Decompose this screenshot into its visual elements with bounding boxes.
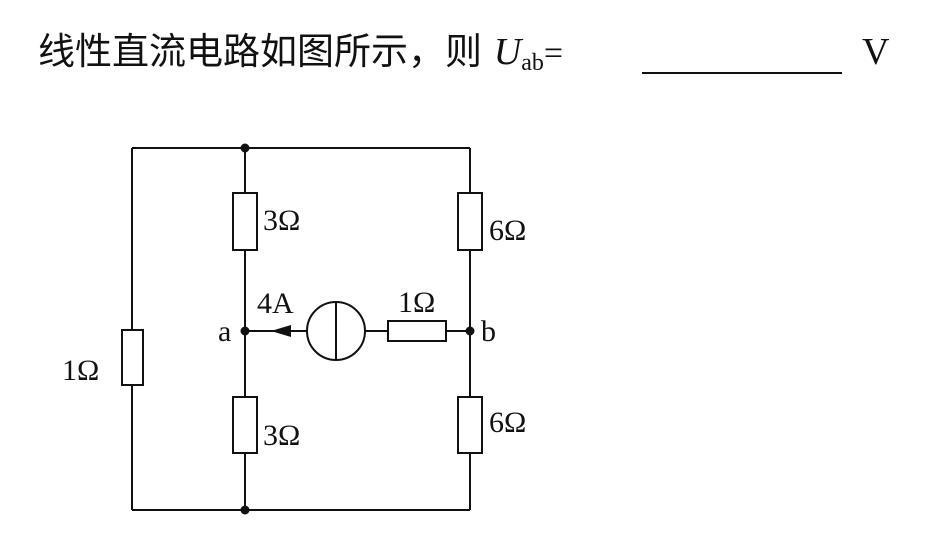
unit-label: V <box>862 31 890 73</box>
label-current-source: 4A <box>257 287 294 320</box>
label-r-bottom-middle: 3Ω <box>263 419 300 452</box>
resistor-bottom-middle <box>232 396 258 454</box>
voltage-subscript: ab <box>521 50 544 76</box>
resistor-series <box>387 320 447 342</box>
resistor-bottom-right <box>457 396 483 454</box>
label-r-top-right: 6Ω <box>489 214 526 247</box>
resistor-left <box>121 329 144 386</box>
label-r-top-middle: 3Ω <box>263 204 300 237</box>
node-b-dot <box>465 326 475 336</box>
junction-top <box>240 143 250 153</box>
label-r-bottom-right: 6Ω <box>489 406 526 439</box>
answer-blank[interactable] <box>642 72 842 74</box>
question-prompt: 线性直流电路如图所示，则 <box>38 30 494 73</box>
resistor-top-middle <box>232 192 258 251</box>
current-arrow-icon <box>271 325 291 337</box>
label-r-left: 1Ω <box>62 354 99 387</box>
junction-bottom <box>240 505 250 515</box>
label-node-a: a <box>218 315 231 348</box>
label-node-b: b <box>481 315 496 348</box>
label-r-series: 1Ω <box>398 286 435 319</box>
question-text: 线性直流电路如图所示，则 Uab= <box>38 22 563 82</box>
resistor-top-right <box>457 192 483 251</box>
voltage-variable: U <box>493 31 522 73</box>
equals-sign: = <box>543 35 564 72</box>
node-a-dot <box>240 326 250 336</box>
current-source-icon <box>306 301 366 361</box>
